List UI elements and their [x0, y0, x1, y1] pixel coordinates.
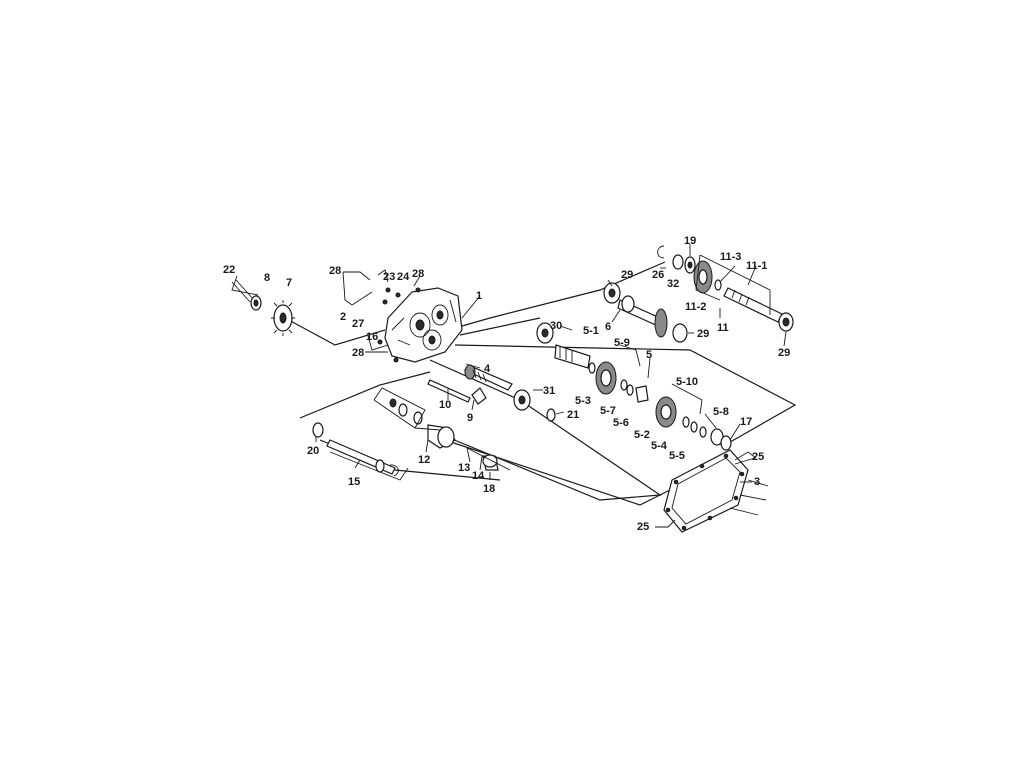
callout-12: 12: [418, 454, 430, 466]
callout-11-3: 11-3: [720, 251, 741, 263]
callout-11: 11: [717, 322, 729, 334]
main-shaft-4-icon: [463, 364, 513, 391]
callout-5-4: 5-4: [651, 440, 668, 452]
leader-lines: [231, 244, 787, 528]
shaft-15-icon: [326, 439, 399, 477]
callout-8: 8: [264, 272, 270, 284]
shift-fork-9-icon: [471, 387, 487, 405]
callout-10: 10: [439, 399, 451, 411]
left-parts-group: [231, 269, 463, 363]
counter-shaft-group: [536, 322, 732, 451]
callout-31: 31: [543, 385, 555, 397]
callout-22: 22: [223, 264, 235, 276]
callout-29-left: 29: [621, 269, 633, 281]
callout-5: 5: [646, 349, 652, 361]
callout-5-2: 5-2: [634, 429, 650, 441]
shift-drum-12-icon: [389, 398, 456, 449]
callout-28-top-left: 28: [329, 265, 341, 277]
callout-5-6: 5-6: [613, 417, 629, 429]
bearing-30-icon: [536, 322, 554, 344]
callout-29-mid: 29: [697, 328, 709, 340]
callout-20: 20: [307, 445, 319, 457]
bearing-17-icon: [720, 435, 732, 451]
callout-28-bottom: 28: [352, 347, 364, 359]
bolt-24-icon: [395, 292, 401, 298]
upper-shaft-group: [603, 245, 794, 343]
shaft-6-icon: [617, 295, 668, 338]
gear-5-3-icon: [595, 361, 617, 395]
callout-26: 26: [652, 269, 664, 281]
bearing-31-icon: [513, 389, 531, 411]
bearing-29-mid-icon: [672, 323, 688, 343]
callout-4: 4: [484, 363, 491, 375]
pin-23-icon: [385, 287, 391, 293]
callout-25-top: 25: [752, 451, 764, 463]
callout-5-10: 5-10: [676, 376, 698, 388]
callout-29-right: 29: [778, 347, 790, 359]
side-cover-3-icon: [663, 449, 769, 533]
gear-11-2-icon: [693, 260, 713, 294]
callout-17: 17: [740, 416, 752, 428]
callout-16: 16: [366, 331, 378, 343]
gearbox-case-1-icon: [384, 287, 463, 363]
gear-5-2-icon: [655, 396, 677, 428]
callout-21: 21: [567, 409, 579, 421]
callout-labels: 22 8 7 28 23 24 28 1 2 27 16 28 4 31 10 …: [223, 235, 790, 533]
callout-13: 13: [458, 462, 470, 474]
callout-5-9: 5-9: [614, 337, 630, 349]
shaft-5-1-icon: [554, 344, 591, 369]
callout-5-3: 5-3: [575, 395, 591, 407]
callout-27: 27: [352, 318, 364, 330]
callout-28-top-right: 28: [412, 268, 424, 280]
callout-9: 9: [467, 412, 473, 424]
shift-rod-10-icon: [427, 379, 471, 403]
callout-14: 14: [472, 470, 485, 482]
callout-11-1: 11-1: [746, 260, 767, 272]
circlip-26-icon: [657, 245, 665, 259]
callout-5-5: 5-5: [669, 450, 685, 462]
callout-15: 15: [348, 476, 360, 488]
callout-5-7: 5-7: [600, 405, 616, 417]
callout-6: 6: [605, 321, 611, 333]
callout-7: 7: [286, 277, 292, 289]
callout-18: 18: [483, 483, 495, 495]
seal-20-icon: [312, 422, 324, 438]
callout-11-2: 11-2: [685, 301, 706, 313]
callout-23: 23: [383, 271, 395, 283]
bolt-2-icon: [351, 291, 373, 306]
callout-24: 24: [397, 271, 410, 283]
middle-parts-group: [312, 364, 556, 477]
collar-18-icon: [482, 454, 499, 471]
callout-25-bottom: 25: [637, 521, 649, 533]
callout-5-8: 5-8: [713, 406, 729, 418]
callout-2: 2: [340, 311, 346, 323]
callout-5-1: 5-1: [583, 325, 599, 337]
sprocket-7-icon: [271, 300, 295, 336]
callout-19: 19: [684, 235, 696, 247]
callout-1: 1: [476, 290, 482, 302]
seal-21-icon: [546, 408, 556, 422]
callout-30: 30: [550, 320, 562, 332]
shaft-11-1-icon: [723, 287, 783, 323]
callout-32: 32: [667, 278, 679, 290]
callout-3: 3: [754, 476, 760, 488]
washer-32-icon: [672, 254, 684, 270]
